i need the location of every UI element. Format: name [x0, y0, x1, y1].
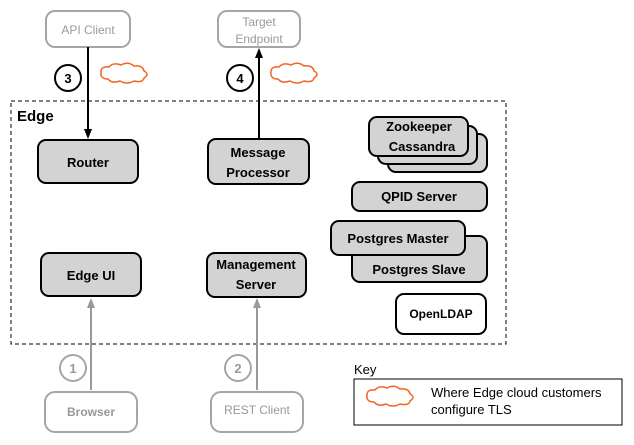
management-server-label-2: Server: [236, 277, 276, 292]
postgres-master-label: Postgres Master: [347, 231, 448, 246]
message-processor-label-2: Processor: [226, 165, 290, 180]
qpid-server-label: QPID Server: [381, 189, 457, 204]
management-server-label-1: Management: [216, 257, 296, 272]
browser-node[interactable]: Browser: [44, 391, 138, 433]
tls-cloud-icon: [270, 62, 318, 84]
step-4-badge: 4: [226, 64, 254, 92]
target-endpoint-node[interactable]: Target Endpoint: [217, 10, 301, 48]
browser-label: Browser: [67, 405, 115, 419]
rest-client-node[interactable]: REST Client: [210, 391, 304, 433]
svg-text:3: 3: [64, 71, 71, 86]
message-processor-label-1: Message: [231, 145, 286, 160]
rest-client-label: REST Client: [224, 403, 290, 417]
step-1-badge: 1: [59, 354, 87, 382]
key-text-line-2: configure TLS: [431, 402, 512, 417]
postgres-slave-label: Postgres Slave: [372, 262, 465, 277]
qpid-server-node[interactable]: QPID Server: [351, 181, 488, 212]
openldap-label: OpenLDAP: [409, 307, 472, 321]
router-node[interactable]: Router: [37, 139, 139, 184]
tls-cloud-icon: [366, 385, 414, 407]
edge-ui-label: Edge UI: [67, 268, 115, 283]
edge-ui-node[interactable]: Edge UI: [40, 252, 142, 297]
zookeeper-label: Zookeeper: [386, 119, 452, 134]
svg-text:1: 1: [69, 361, 76, 376]
step-2-badge: 2: [224, 354, 252, 382]
router-label: Router: [67, 155, 109, 170]
target-endpoint-label-1: Target: [242, 15, 276, 29]
step-3-badge: 3: [54, 64, 82, 92]
postgres-master-node[interactable]: Postgres Master: [330, 220, 466, 256]
key-text-line-1: Where Edge cloud customers: [431, 385, 602, 400]
zookeeper-cassandra-stack[interactable]: Zookeeper Cassandra: [368, 116, 488, 173]
svg-text:2: 2: [234, 361, 241, 376]
cassandra-label: Cassandra: [389, 139, 456, 154]
api-client-node[interactable]: API Client: [45, 10, 131, 48]
message-processor-node[interactable]: Message Processor: [207, 138, 310, 185]
api-client-label: API Client: [61, 23, 115, 37]
openldap-node[interactable]: OpenLDAP: [395, 293, 487, 335]
management-server-node[interactable]: Management Server: [206, 252, 307, 298]
tls-cloud-icon: [100, 62, 148, 84]
key-title: Key: [354, 362, 377, 377]
target-endpoint-label-2: Endpoint: [235, 32, 283, 46]
svg-text:4: 4: [236, 71, 244, 86]
edge-title: Edge: [17, 108, 54, 125]
